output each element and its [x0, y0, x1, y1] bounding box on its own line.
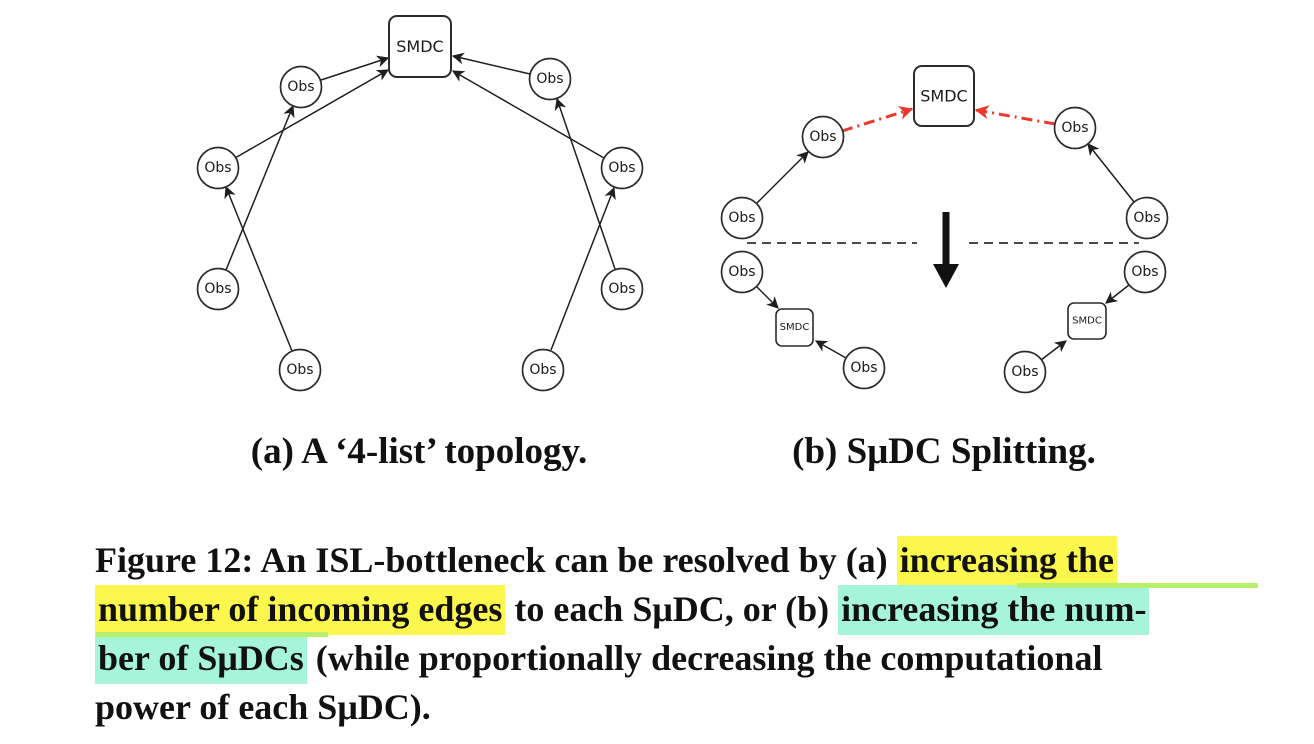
- graph-edge: [755, 151, 809, 205]
- obs-node-label: Obs: [608, 281, 635, 297]
- caption-highlighted-text: number of incoming edges: [95, 585, 506, 635]
- obs-node-label: Obs: [286, 362, 313, 378]
- obs-node-label: Obs: [1061, 120, 1088, 136]
- caption-highlighted-text: increasing the: [896, 536, 1118, 586]
- obs-node-label: Obs: [1133, 210, 1160, 226]
- obs-node-label: Obs: [1131, 264, 1158, 280]
- smdc-node-box: [1067, 302, 1107, 340]
- edges-layer: [224, 52, 1139, 361]
- obs-node: Obs: [278, 348, 322, 392]
- obs-node-circle: [1125, 196, 1169, 240]
- obs-node-label: Obs: [529, 362, 556, 378]
- smdc-node-label: SMDC: [780, 322, 810, 333]
- smdc-node-box: [388, 15, 452, 78]
- highlight-overlap-strip: [1017, 583, 1258, 588]
- obs-node: Obs: [1123, 250, 1167, 294]
- smdc-node: SMDC: [388, 15, 452, 78]
- obs-node-circle: [1053, 106, 1097, 150]
- obs-node-circle: [278, 348, 322, 392]
- obs-node: Obs: [196, 146, 240, 190]
- obs-node-circle: [196, 267, 240, 311]
- graph-edge: [451, 52, 531, 75]
- obs-node-label: Obs: [536, 71, 563, 87]
- smdc-node: SMDC: [1067, 302, 1107, 340]
- obs-node-label: Obs: [850, 360, 877, 376]
- obs-node: Obs: [279, 65, 323, 109]
- caption-line: power of each SμDC).: [95, 683, 1280, 732]
- obs-node: Obs: [196, 267, 240, 311]
- obs-node-circle: [720, 196, 764, 240]
- graph-edge: [234, 69, 390, 159]
- obs-node-label: Obs: [204, 281, 231, 297]
- obs-node-circle: [720, 250, 764, 294]
- smdc-node-label: SMDC: [1072, 316, 1102, 327]
- smdc-node: SMDC: [775, 308, 814, 347]
- graph-edge: [224, 185, 293, 352]
- graph-edge: [755, 285, 779, 309]
- obs-node-label: Obs: [809, 129, 836, 145]
- obs-node-circle: [842, 346, 886, 390]
- panel-a-caption: (a) A ‘4-list’ topology.: [250, 431, 588, 472]
- obs-node: Obs: [1053, 106, 1097, 150]
- graph-edge: [814, 340, 847, 359]
- obs-node-label: Obs: [728, 264, 755, 280]
- isl-bottleneck-edge: [841, 106, 914, 133]
- obs-node: Obs: [1125, 196, 1169, 240]
- obs-node-circle: [600, 267, 644, 311]
- graph-edge: [451, 70, 605, 159]
- caption-text: Figure 12: An ISL-bottleneck can be reso…: [95, 540, 897, 580]
- obs-node: Obs: [521, 348, 565, 392]
- obs-node-circle: [600, 146, 644, 190]
- panel-b-caption: (b) SμDC Splitting.: [792, 431, 1096, 472]
- obs-node: Obs: [600, 146, 644, 190]
- obs-node: Obs: [600, 267, 644, 311]
- obs-node-label: Obs: [204, 160, 231, 176]
- obs-node: Obs: [801, 115, 845, 159]
- obs-node-circle: [1003, 350, 1047, 394]
- graph-edge: [320, 55, 390, 81]
- obs-node: Obs: [720, 250, 764, 294]
- isl-bottleneck-edge: [974, 105, 1056, 126]
- obs-node-circle: [279, 65, 323, 109]
- smdc-node: SMDC: [913, 65, 975, 127]
- smdc-node-box: [913, 65, 975, 127]
- obs-node-circle: [521, 348, 565, 392]
- highlight-overlap-strip: [96, 632, 328, 637]
- graph-edge: [1105, 284, 1130, 304]
- obs-node-circle: [528, 57, 572, 101]
- caption-highlighted-text: increasing the num-: [838, 585, 1150, 635]
- caption-text: power of each SμDC).: [95, 687, 431, 727]
- obs-node-label: Obs: [608, 160, 635, 176]
- caption-line: Figure 12: An ISL-bottleneck can be reso…: [95, 536, 1280, 586]
- smdc-node-box: [775, 308, 814, 347]
- obs-node-label: Obs: [728, 210, 755, 226]
- smdc-node-label: SMDC: [920, 87, 967, 106]
- caption-line: ber of SμDCs (while proportionally decre…: [95, 634, 1280, 684]
- obs-node-circle: [196, 146, 240, 190]
- transform-down-arrow-head: [933, 264, 959, 288]
- obs-node-circle: [1123, 250, 1167, 294]
- graph-edge: [550, 186, 616, 351]
- obs-node: Obs: [842, 346, 886, 390]
- graph-edge: [554, 97, 616, 270]
- obs-node-label: Obs: [287, 79, 314, 95]
- obs-node: Obs: [1003, 350, 1047, 394]
- obs-node: Obs: [720, 196, 764, 240]
- caption-text: (while proportionally decreasing the com…: [306, 638, 1103, 678]
- caption-highlighted-text: ber of SμDCs: [95, 634, 307, 684]
- obs-node-label: Obs: [1011, 364, 1038, 380]
- figure-caption: Figure 12: An ISL-bottleneck can be reso…: [95, 536, 1280, 732]
- obs-node: Obs: [528, 57, 572, 101]
- caption-line: number of incoming edges to each SμDC, o…: [95, 585, 1280, 635]
- graph-edge: [1040, 340, 1067, 361]
- obs-node-circle: [801, 115, 845, 159]
- smdc-node-label: SMDC: [396, 37, 443, 56]
- caption-text: to each SμDC, or (b): [505, 589, 839, 629]
- graph-edge: [1087, 143, 1135, 203]
- graph-edge: [225, 104, 295, 271]
